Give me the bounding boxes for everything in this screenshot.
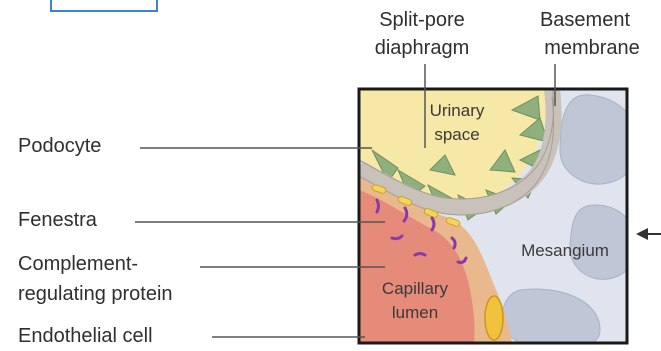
mesangium-label: Mesangium bbox=[505, 240, 625, 261]
urinary-space-label-line2: space bbox=[412, 124, 502, 145]
capillary-label-line2: lumen bbox=[365, 302, 465, 323]
endothelial-nucleus bbox=[485, 296, 503, 340]
basement-label-line1: Basement bbox=[520, 8, 650, 32]
fenestra-label: Fenestra bbox=[18, 208, 97, 232]
right-arrow bbox=[636, 228, 661, 240]
complement-label-line1: Complement- bbox=[18, 252, 138, 276]
capillary-label-line1: Capillary bbox=[365, 278, 465, 299]
urinary-space-label-line1: Urinary bbox=[412, 100, 502, 121]
split-pore-label-line1: Split-pore bbox=[362, 8, 482, 32]
complement-label-line2: regulating protein bbox=[18, 282, 173, 306]
endothelial-label: Endothelial cell bbox=[18, 324, 153, 348]
split-pore-label-line2: diaphragm bbox=[362, 36, 482, 60]
podocyte-label: Podocyte bbox=[18, 134, 101, 158]
basement-label-line2: membrane bbox=[522, 36, 661, 60]
